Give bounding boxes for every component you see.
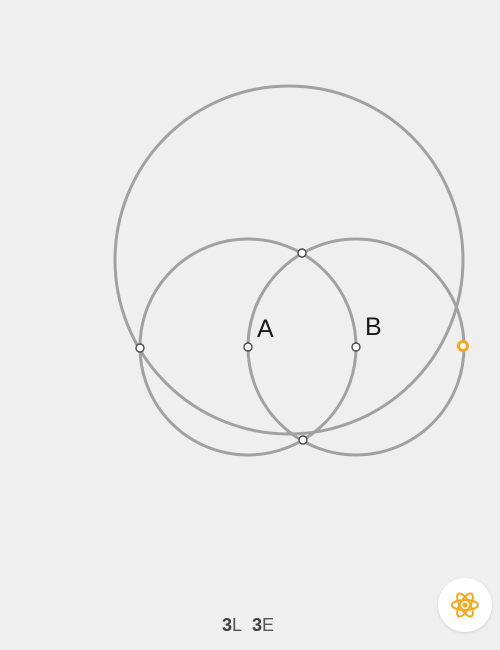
intersection-point-top[interactable] xyxy=(297,248,307,258)
point-a-label: A xyxy=(257,315,274,343)
lines-unit: L xyxy=(232,615,243,635)
atom-icon xyxy=(451,592,479,618)
large-circle xyxy=(113,84,465,436)
intersection-point-left[interactable] xyxy=(135,343,145,353)
intersection-point-bottom[interactable] xyxy=(298,435,308,445)
point-a[interactable] xyxy=(243,342,253,352)
point-b-label: B xyxy=(365,313,382,341)
lines-count: 3 xyxy=(222,615,233,635)
euclid-unit: E xyxy=(262,615,275,635)
point-b[interactable] xyxy=(351,342,361,352)
hint-button[interactable] xyxy=(438,578,492,632)
euclid-count: 3 xyxy=(252,615,263,635)
target-point[interactable] xyxy=(457,340,469,352)
